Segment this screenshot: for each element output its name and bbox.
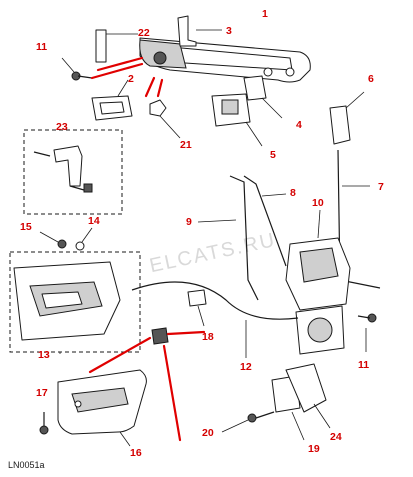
part-21-clip [149, 99, 181, 139]
highlight-arrows [88, 56, 206, 442]
callout-11-top: 11 [36, 41, 47, 53]
callout-5: 5 [270, 149, 276, 161]
reference-code: LN0051a [8, 460, 45, 470]
callout-1: 1 [262, 8, 268, 20]
callout-15: 15 [20, 221, 32, 233]
part-6-rod-clip [329, 91, 365, 145]
callout-7: 7 [378, 181, 384, 193]
callout-17: 17 [36, 387, 48, 399]
part-10-latch [285, 209, 351, 355]
callout-8: 8 [290, 187, 296, 199]
part-4-bracket [243, 75, 283, 119]
callouts: 1 2 3 4 5 6 7 8 9 10 11 11 12 13 14 15 1… [20, 8, 384, 459]
callout-22: 22 [138, 27, 150, 39]
part-14-15-fasteners [39, 227, 93, 251]
part-19-20-24-striker [221, 363, 331, 441]
callout-19: 19 [308, 443, 320, 455]
callout-2: 2 [128, 73, 134, 85]
callout-14: 14 [88, 215, 100, 227]
part-17-screw [39, 412, 49, 435]
callout-20: 20 [202, 427, 214, 439]
part-8-9-rods [197, 175, 287, 301]
callout-10: 10 [312, 197, 324, 209]
part-23-inset [23, 129, 123, 215]
part-16-bezel [57, 369, 147, 447]
callout-24: 24 [330, 431, 342, 443]
callout-18: 18 [202, 331, 214, 343]
callout-16: 16 [130, 447, 142, 459]
watermark: ELCATS.RU [148, 229, 279, 277]
callout-13: 13 [38, 349, 50, 361]
part-5-lock-cylinder [211, 93, 263, 147]
part-13-interior-handle-inset [9, 251, 141, 354]
part-3-bracket [177, 15, 222, 47]
callout-12: 12 [240, 361, 252, 373]
part-12-cable [131, 281, 299, 358]
callout-21: 21 [180, 139, 192, 151]
callout-4: 4 [296, 119, 302, 131]
part-outer-handle [139, 37, 311, 83]
callout-11-right: 11 [358, 359, 369, 371]
callout-3: 3 [226, 25, 232, 37]
part-11-screw-top [61, 57, 93, 81]
part-11-screw-right [357, 313, 377, 352]
callout-9: 9 [186, 216, 192, 228]
callout-6: 6 [368, 73, 374, 85]
part-22-clip [95, 29, 138, 63]
part-18-bezel [151, 289, 207, 345]
part-2-gasket [91, 79, 133, 121]
callout-23: 23 [56, 121, 68, 133]
